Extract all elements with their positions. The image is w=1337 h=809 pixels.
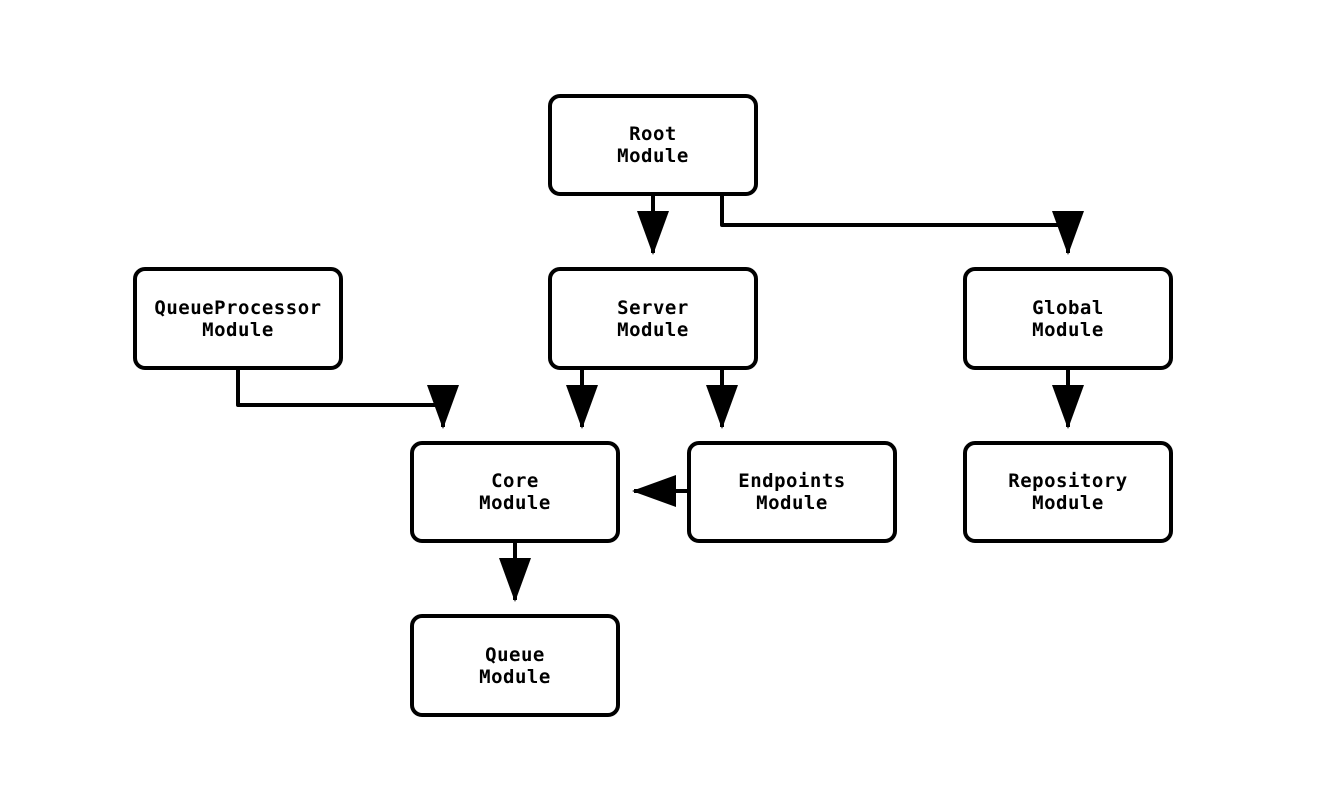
node-repository-title: Repository xyxy=(1008,470,1128,492)
node-server-subtitle: Module xyxy=(617,318,689,341)
node-queueprocessor-subtitle: Module xyxy=(202,318,274,341)
node-queue-subtitle: Module xyxy=(479,665,551,688)
node-endpoints-title: Endpoints xyxy=(738,470,846,492)
node-global-title: Global xyxy=(1032,296,1104,319)
edge-queueprocessor-to-core xyxy=(236,370,459,429)
node-queueprocessor-title: QueueProcessor xyxy=(154,296,322,319)
edge-root-to-global xyxy=(720,196,1084,255)
node-core-title: Core xyxy=(491,470,539,492)
edges-group xyxy=(236,196,1084,602)
node-queue-title: Queue xyxy=(485,643,545,666)
node-global-subtitle: Module xyxy=(1032,318,1104,341)
node-server-title: Server xyxy=(617,296,689,319)
node-root-title: Root xyxy=(629,123,677,145)
node-endpoints-subtitle: Module xyxy=(756,492,828,514)
node-root-subtitle: Module xyxy=(617,145,689,167)
node-core-subtitle: Module xyxy=(479,492,551,514)
node-repository-subtitle: Module xyxy=(1032,492,1104,514)
